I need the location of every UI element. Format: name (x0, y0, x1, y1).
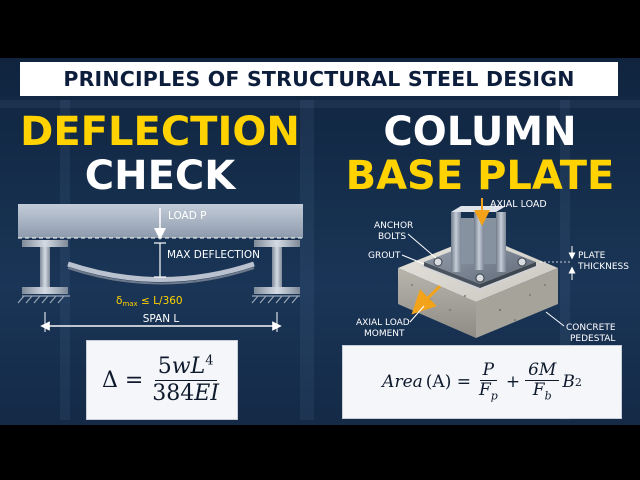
support-hatch-right (251, 295, 300, 304)
denominator-coef: 384 (152, 380, 195, 406)
numerator-coef: 5 (157, 354, 172, 380)
anchor-bolts-label-2: BOLTS (378, 232, 406, 242)
letterbox-top (0, 0, 640, 58)
deflection-limit-label: δmax ≤ L/360 (116, 295, 183, 308)
background-beam (0, 100, 640, 108)
left-heading-line1: DEFLECTION (20, 109, 300, 155)
pedestal-leader (545, 311, 565, 327)
formula-plus: + (505, 372, 521, 392)
left-heading-line2: CHECK (84, 153, 236, 199)
background-column (60, 100, 70, 420)
formula-area-lhs: (A) = (425, 372, 471, 392)
anchor-bolts-leader (407, 233, 437, 259)
delta-subscript: max (122, 300, 137, 308)
limit-expression: ≤ L/360 (138, 295, 183, 307)
formula-term2: 6M Fb (525, 360, 560, 404)
base-plate-edge-left (424, 262, 480, 288)
deflected-beam (67, 261, 255, 282)
pedestal-label-1: CONCRETE (566, 323, 616, 333)
background-column (300, 100, 314, 420)
delta-symbol: δ (116, 295, 122, 307)
poster-title: PRINCIPLES OF STRUCTURAL STEEL DESIGN (63, 67, 575, 91)
formula-tail-var: B (562, 372, 575, 392)
moment-label-1: AXIAL LOAD (356, 318, 410, 328)
title-banner: PRINCIPLES OF STRUCTURAL STEEL DESIGN (20, 62, 618, 96)
deflected-beam-edge (67, 267, 255, 285)
base-plate-edge-right (480, 262, 536, 288)
pedestal-left-face (398, 268, 476, 338)
formula-numerator: 5wL4 (154, 353, 217, 381)
formula-term1: P Fp (476, 360, 501, 404)
plate-thickness-label-2: THICKNESS (577, 262, 629, 272)
term2-den-sub: b (544, 389, 552, 403)
term1-den-var: F (478, 380, 491, 401)
background-column (560, 100, 570, 420)
grout-label: GROUT (368, 251, 401, 261)
right-i-beam (254, 240, 300, 294)
term1-den-sub: p (490, 389, 498, 403)
left-i-beam (22, 240, 68, 294)
formula-denominator: 384EI (149, 381, 222, 406)
grout-leader (401, 254, 425, 265)
deflection-formula: Δ = 5wL4 384EI (86, 340, 238, 420)
max-deflection-label: MAX DEFLECTION (167, 249, 260, 261)
right-heading-line2: BASE PLATE (345, 153, 615, 199)
term2-denominator: Fb (530, 380, 555, 403)
moment-arrow (411, 284, 442, 315)
anchor-bolts-label-1: ANCHOR (374, 221, 413, 231)
moment-label-2: MOMENT (364, 329, 405, 339)
letterbox-bottom (0, 425, 640, 480)
term1-numerator: P (479, 360, 498, 382)
numerator-exp: 4 (205, 353, 214, 369)
steel-column (451, 206, 506, 272)
plate-thickness-label-1: PLATE (578, 251, 606, 261)
pedestal-label-2: PEDESTAL (570, 334, 615, 344)
span-label: SPAN L (143, 313, 180, 325)
axial-load-label: AXIAL LOAD (490, 199, 547, 210)
support-hatch-left (17, 295, 70, 304)
numerator-var: wL (171, 354, 206, 380)
term1-denominator: Fp (476, 380, 501, 403)
moment-leader (409, 305, 425, 323)
term2-numerator: 6M (525, 360, 560, 382)
formula-fraction: 5wL4 384EI (149, 354, 222, 406)
term2-den-var: F (532, 380, 545, 401)
formula-lhs: Δ = (101, 367, 144, 393)
formula-area-word: Area (382, 372, 423, 392)
denominator-var: EI (194, 380, 220, 406)
formula-tail-exp: 2 (574, 375, 582, 389)
load-label: LOAD P (168, 210, 207, 222)
right-heading-line1: COLUMN (383, 109, 577, 155)
pedestal-right-face (476, 268, 558, 338)
